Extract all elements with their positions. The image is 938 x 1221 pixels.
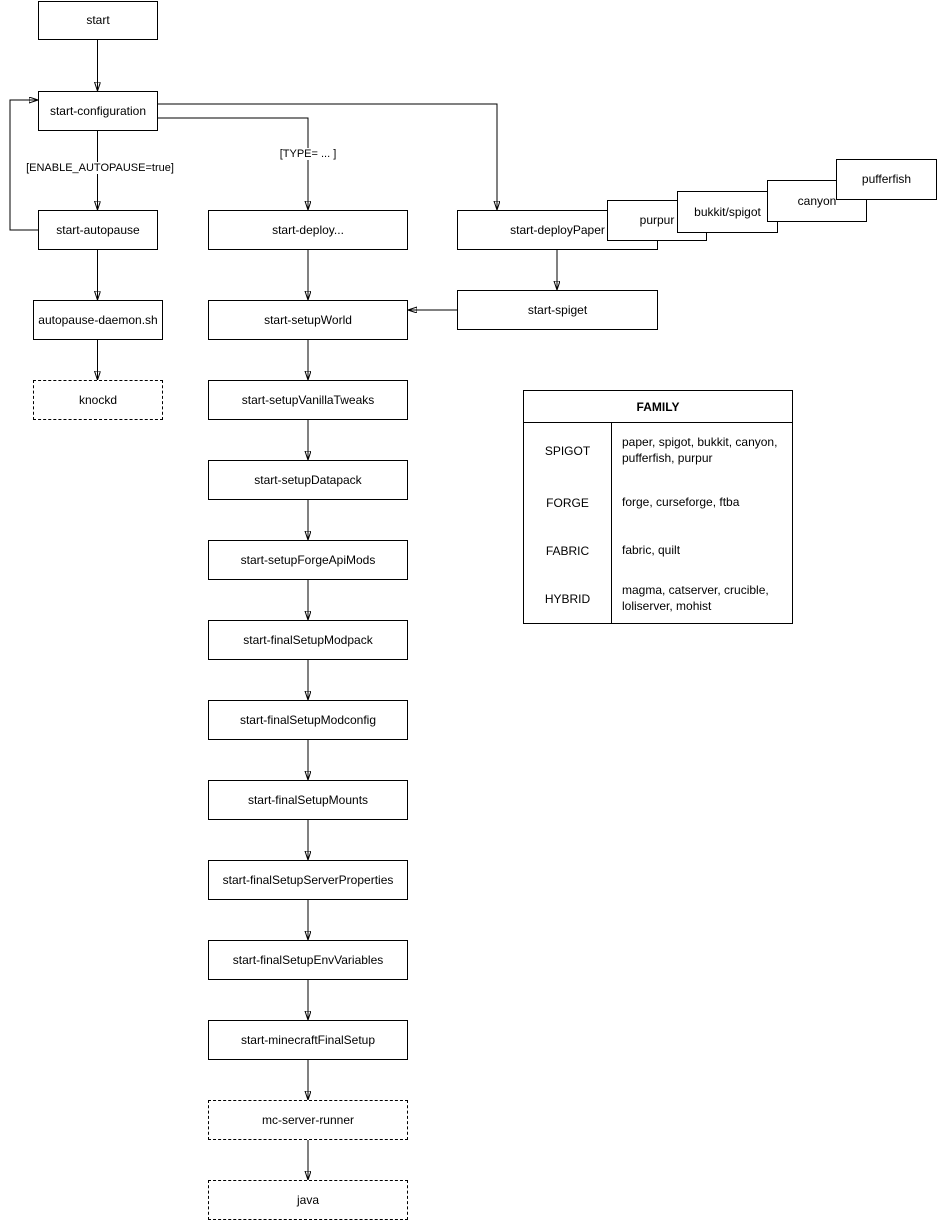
- node-start-final-setup-server-properties: start-finalSetupServerProperties: [208, 860, 408, 900]
- family-members: fabric, quilt: [622, 543, 681, 558]
- table-row: HYBRID magma, catserver, crucible, lolis…: [524, 575, 792, 623]
- edge-label-enable-autopause: [ENABLE_AUTOPAUSE=true]: [24, 162, 176, 174]
- node-start-minecraft-final-setup: start-minecraftFinalSetup: [208, 1020, 408, 1060]
- node-start-final-setup-modpack: start-finalSetupModpack: [208, 620, 408, 660]
- node-bukkit-spigot: bukkit/spigot: [677, 191, 778, 233]
- node-pufferfish: pufferfish: [836, 159, 937, 200]
- node-start-final-setup-modconfig: start-finalSetupModconfig: [208, 700, 408, 740]
- family-table-title: FAMILY: [524, 391, 792, 423]
- node-start-setup-world: start-setupWorld: [208, 300, 408, 340]
- node-canyon: canyon: [767, 180, 867, 222]
- table-row: FABRIC fabric, quilt: [524, 527, 792, 575]
- table-row: FORGE forge, curseforge, ftba: [524, 479, 792, 527]
- family-name: FABRIC: [524, 527, 612, 575]
- node-start-autopause: start-autopause: [38, 210, 158, 250]
- node-mc-server-runner: mc-server-runner: [208, 1100, 408, 1140]
- family-name: HYBRID: [524, 575, 612, 623]
- node-java: java: [208, 1180, 408, 1220]
- node-start-setup-datapack: start-setupDatapack: [208, 460, 408, 500]
- family-name: SPIGOT: [524, 423, 612, 479]
- family-name: FORGE: [524, 479, 612, 527]
- node-autopause-daemon: autopause-daemon.sh: [33, 300, 163, 340]
- table-row: SPIGOT paper, spigot, bukkit, canyon, pu…: [524, 423, 792, 479]
- node-start-configuration: start-configuration: [38, 91, 158, 131]
- node-start-setup-forge-api-mods: start-setupForgeApiMods: [208, 540, 408, 580]
- node-start-deploy: start-deploy...: [208, 210, 408, 250]
- node-start-final-setup-mounts: start-finalSetupMounts: [208, 780, 408, 820]
- family-table: FAMILY SPIGOT paper, spigot, bukkit, can…: [523, 390, 793, 624]
- edge-configuration-to-deploy: [157, 117, 308, 210]
- edge-label-type: [TYPE= ... ]: [277, 148, 339, 160]
- node-start-spiget: start-spiget: [457, 290, 658, 330]
- node-knockd: knockd: [33, 380, 163, 420]
- family-members: forge, curseforge, ftba: [622, 495, 740, 510]
- node-start: start: [38, 1, 158, 40]
- family-members: paper, spigot, bukkit, canyon, pufferfis…: [622, 435, 778, 465]
- node-start-final-setup-env-variables: start-finalSetupEnvVariables: [208, 940, 408, 980]
- family-members: magma, catserver, crucible, loliserver, …: [622, 583, 769, 613]
- node-start-setup-vanilla-tweaks: start-setupVanillaTweaks: [208, 380, 408, 420]
